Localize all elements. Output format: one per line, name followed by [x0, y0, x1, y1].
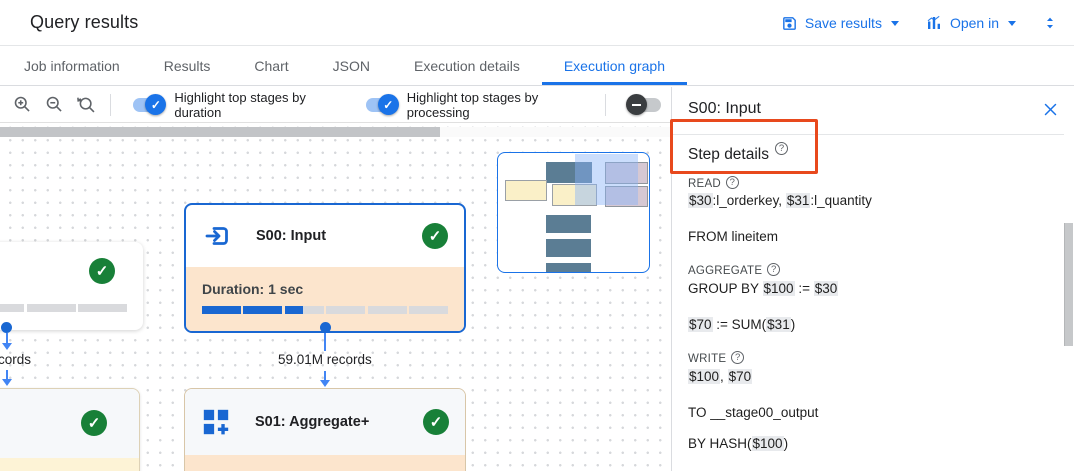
zoom-in-icon[interactable] — [6, 91, 38, 119]
toolbar-divider-2 — [605, 93, 606, 116]
graph-hscrollbar-thumb[interactable] — [0, 127, 440, 137]
edge-arrowhead — [320, 380, 330, 387]
section-heading-label: Step details — [688, 146, 769, 163]
header-actions: Save results Open in — [781, 0, 1058, 46]
page-title: Query results — [30, 12, 139, 32]
toggle-off-switch-group[interactable] — [622, 94, 671, 115]
edge-records-label: 59.01M records — [278, 352, 372, 367]
tab-job-information[interactable]: Job information — [24, 57, 120, 74]
toggle-off-switch[interactable] — [625, 94, 661, 115]
minimap-stage-rect — [546, 263, 591, 272]
panel-vscrollbar-thumb[interactable] — [1064, 223, 1073, 346]
edge-arrowhead — [1, 343, 12, 350]
success-check-icon — [423, 409, 449, 435]
minimap-stage-rect — [546, 239, 591, 257]
graph-toolbar: Highlight top stages by duration Highlig… — [0, 87, 671, 123]
success-check-icon — [89, 258, 115, 284]
minimap-stage-rect — [605, 162, 648, 184]
edge-line — [5, 333, 8, 343]
panel-from-line: FROM lineitem — [688, 229, 779, 244]
graph-minimap[interactable] — [497, 152, 650, 273]
toggle-processing-switch[interactable] — [365, 94, 399, 115]
tab-execution-graph[interactable]: Execution graph — [542, 46, 687, 85]
close-icon[interactable] — [1043, 102, 1058, 117]
stage-card-left-top[interactable] — [0, 242, 143, 330]
open-in-button[interactable]: Open in — [925, 14, 1016, 32]
edge-connector-dot — [319, 322, 331, 333]
help-icon[interactable]: ? — [775, 142, 788, 155]
minimap-stage-rect — [605, 186, 648, 207]
tab-results[interactable]: Results — [163, 57, 211, 74]
save-results-label: Save results — [804, 15, 882, 31]
help-icon[interactable]: ? — [731, 351, 745, 364]
save-results-caret-icon — [890, 20, 899, 26]
stage-title: S00: Input — [256, 228, 327, 244]
success-check-icon — [422, 223, 448, 249]
step-details-panel: S00: Input Step details ? READ? $30:l_or… — [672, 87, 1074, 471]
panel-to-line: TO __stage00_output — [688, 405, 819, 420]
open-in-caret-icon — [1008, 20, 1016, 26]
zoom-out-icon[interactable] — [38, 91, 70, 119]
toggle-processing-label: Highlight top stages by processing — [406, 89, 539, 120]
content: Highlight top stages by duration Highlig… — [0, 87, 1074, 471]
panel-body: Step details ? READ? $30:l_orderkey, $31… — [688, 135, 1050, 452]
tab-chart[interactable]: Chart — [254, 57, 289, 74]
minimap-stage-rect — [505, 180, 547, 201]
chart-icon — [925, 14, 943, 32]
panel-groupby-line: GROUP BY $100 := $30 — [688, 281, 839, 296]
header: Query results Save results Open in — [0, 0, 1074, 46]
panel-title: S00: Input — [688, 100, 761, 117]
edge-records-label: records — [0, 352, 32, 367]
execution-graph-pane: Highlight top stages by duration Highlig… — [0, 87, 672, 471]
toggle-duration-label: Highlight top stages by duration — [174, 89, 306, 120]
toolbar-divider — [110, 93, 112, 116]
stage-duration-label: Duration: 1 sec — [202, 281, 304, 297]
edge-line — [324, 333, 326, 351]
aggregate-stage-icon — [201, 407, 231, 437]
section-heading: Step details ? — [688, 142, 1050, 164]
help-icon[interactable]: ? — [767, 263, 781, 276]
tab-execution-details[interactable]: Execution details — [413, 57, 520, 74]
panel-write-vars-line: $100, $70 — [688, 369, 753, 384]
collapse-expand-icon[interactable] — [1042, 14, 1058, 32]
panel-byhash-line: BY HASH($100) — [688, 436, 789, 451]
edge-line — [5, 370, 8, 379]
panel-sum-line: $70 := SUM($31) — [688, 317, 796, 332]
stage-card-left-bottom[interactable] — [0, 388, 140, 471]
help-icon[interactable]: ? — [725, 176, 739, 189]
tab-bar: Job information Results Chart JSON Execu… — [0, 46, 1074, 86]
save-results-button[interactable]: Save results — [781, 15, 899, 32]
panel-read-label: READ? — [688, 176, 1050, 190]
graph-canvas[interactable]: records — [0, 124, 671, 471]
input-stage-icon — [202, 220, 234, 252]
minimap-stage-rect — [552, 184, 597, 206]
edge-arrowhead — [1, 379, 12, 386]
minimap-viewport[interactable] — [575, 154, 638, 205]
tab-json[interactable]: JSON — [332, 57, 370, 74]
minimap-stage-rect — [546, 215, 591, 233]
panel-aggregate-label: AGGREGATE? — [688, 263, 1050, 277]
stage-title: S01: Aggregate+ — [255, 414, 370, 430]
stage-duration-label: Duration: — [201, 469, 465, 471]
toggle-highlight-processing[interactable]: Highlight top stages by processing — [360, 90, 593, 120]
minimap-stage-rect — [546, 162, 592, 183]
stage-card-s01[interactable]: S01: Aggregate+ Duration: — [184, 388, 466, 471]
zoom-reset-icon[interactable] — [70, 91, 102, 119]
save-icon — [781, 15, 798, 32]
stage-card-s00[interactable]: S00: Input Duration: 1 sec — [184, 203, 466, 333]
edge-line — [324, 371, 326, 380]
panel-read-columns: $30:l_orderkey, $31:l_quantity — [688, 193, 872, 208]
success-check-icon — [81, 410, 107, 436]
toggle-duration-switch[interactable] — [133, 94, 167, 115]
edge-connector-dot — [1, 322, 12, 333]
panel-divider — [672, 134, 1064, 135]
panel-write-label: WRITE? — [688, 351, 1050, 365]
open-in-label: Open in — [949, 15, 999, 31]
toggle-highlight-duration[interactable]: Highlight top stages by duration — [127, 90, 345, 120]
